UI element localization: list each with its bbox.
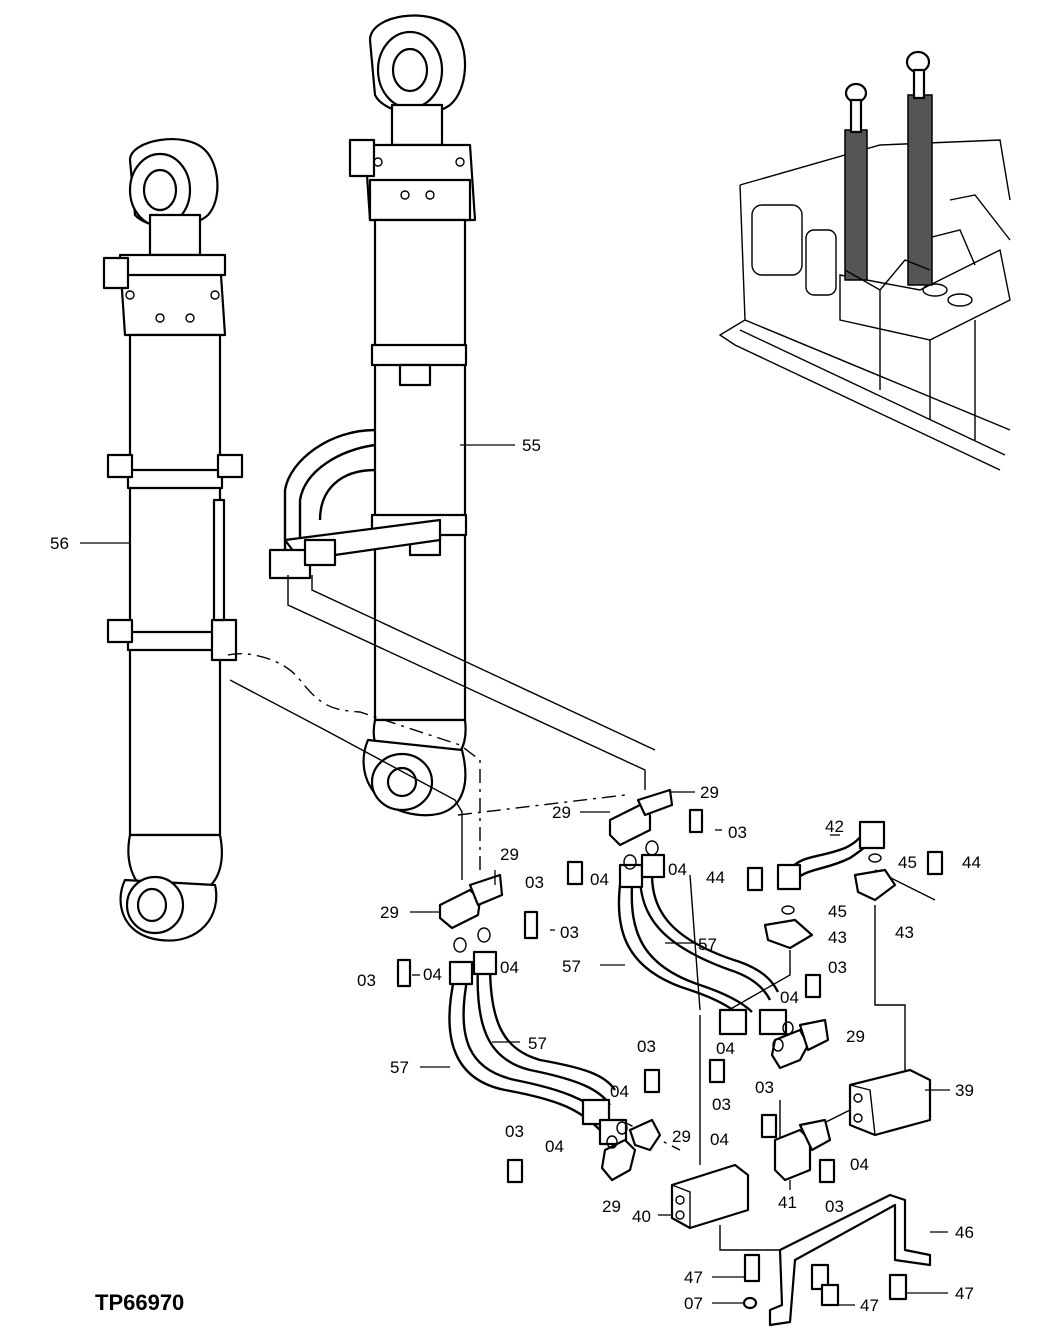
excavator-inset bbox=[718, 50, 1011, 471]
label-55: 55 bbox=[522, 436, 541, 455]
label-29: 29 bbox=[700, 783, 719, 802]
label-44: 44 bbox=[706, 868, 725, 887]
label-43: 43 bbox=[895, 923, 914, 942]
label-04: 04 bbox=[423, 965, 442, 984]
label-03: 03 bbox=[828, 958, 847, 977]
label-04: 04 bbox=[610, 1082, 629, 1101]
label-45: 45 bbox=[828, 902, 847, 921]
label-41: 41 bbox=[778, 1193, 797, 1212]
label-44: 44 bbox=[962, 853, 981, 872]
leader-lines bbox=[80, 444, 950, 1306]
label-03: 03 bbox=[505, 1122, 524, 1141]
label-03: 03 bbox=[712, 1095, 731, 1114]
label-04: 04 bbox=[668, 860, 687, 879]
pipe-42 bbox=[746, 820, 944, 950]
bolts-03 bbox=[396, 808, 836, 1184]
label-03: 03 bbox=[357, 971, 376, 990]
label-57: 57 bbox=[562, 957, 581, 976]
flanges bbox=[438, 788, 830, 1182]
label-47: 47 bbox=[955, 1284, 974, 1303]
label-47: 47 bbox=[860, 1296, 879, 1315]
label-29: 29 bbox=[602, 1197, 621, 1216]
figure-reference: TP66970 bbox=[95, 1290, 184, 1315]
label-03: 03 bbox=[525, 873, 544, 892]
hose-57-left bbox=[448, 950, 628, 1146]
label-57: 57 bbox=[528, 1034, 547, 1053]
label-04: 04 bbox=[780, 988, 799, 1007]
label-40: 40 bbox=[632, 1207, 651, 1226]
label-04: 04 bbox=[590, 870, 609, 889]
label-04: 04 bbox=[850, 1155, 869, 1174]
label-29: 29 bbox=[500, 845, 519, 864]
label-57: 57 bbox=[698, 935, 717, 954]
label-04: 04 bbox=[716, 1039, 735, 1058]
label-29: 29 bbox=[846, 1027, 865, 1046]
label-57: 57 bbox=[390, 1058, 409, 1077]
label-03: 03 bbox=[728, 823, 747, 842]
bracket-46 bbox=[742, 1193, 932, 1327]
label-29: 29 bbox=[552, 803, 571, 822]
label-39: 39 bbox=[955, 1081, 974, 1100]
label-03: 03 bbox=[637, 1037, 656, 1056]
cylinder-56 bbox=[102, 138, 244, 942]
label-04: 04 bbox=[500, 958, 519, 977]
label-29: 29 bbox=[672, 1127, 691, 1146]
label-42: 42 bbox=[825, 817, 844, 836]
label-03: 03 bbox=[825, 1197, 844, 1216]
label-56: 56 bbox=[50, 534, 69, 553]
label-03: 03 bbox=[755, 1078, 774, 1097]
valve-blocks bbox=[670, 1068, 932, 1230]
part-labels: 55 56 29 29 03 04 04 03 29 29 03 04 04 0… bbox=[50, 436, 981, 1315]
label-07: 07 bbox=[684, 1294, 703, 1313]
label-29: 29 bbox=[380, 903, 399, 922]
label-04: 04 bbox=[545, 1137, 564, 1156]
label-47: 47 bbox=[684, 1268, 703, 1287]
connection-lines bbox=[227, 575, 936, 1251]
cylinder-55 bbox=[268, 14, 477, 817]
hose-57-right bbox=[617, 853, 788, 1036]
label-04: 04 bbox=[710, 1130, 729, 1149]
label-46: 46 bbox=[955, 1223, 974, 1242]
label-45: 45 bbox=[898, 853, 917, 872]
label-03: 03 bbox=[560, 923, 579, 942]
label-43: 43 bbox=[828, 928, 847, 947]
